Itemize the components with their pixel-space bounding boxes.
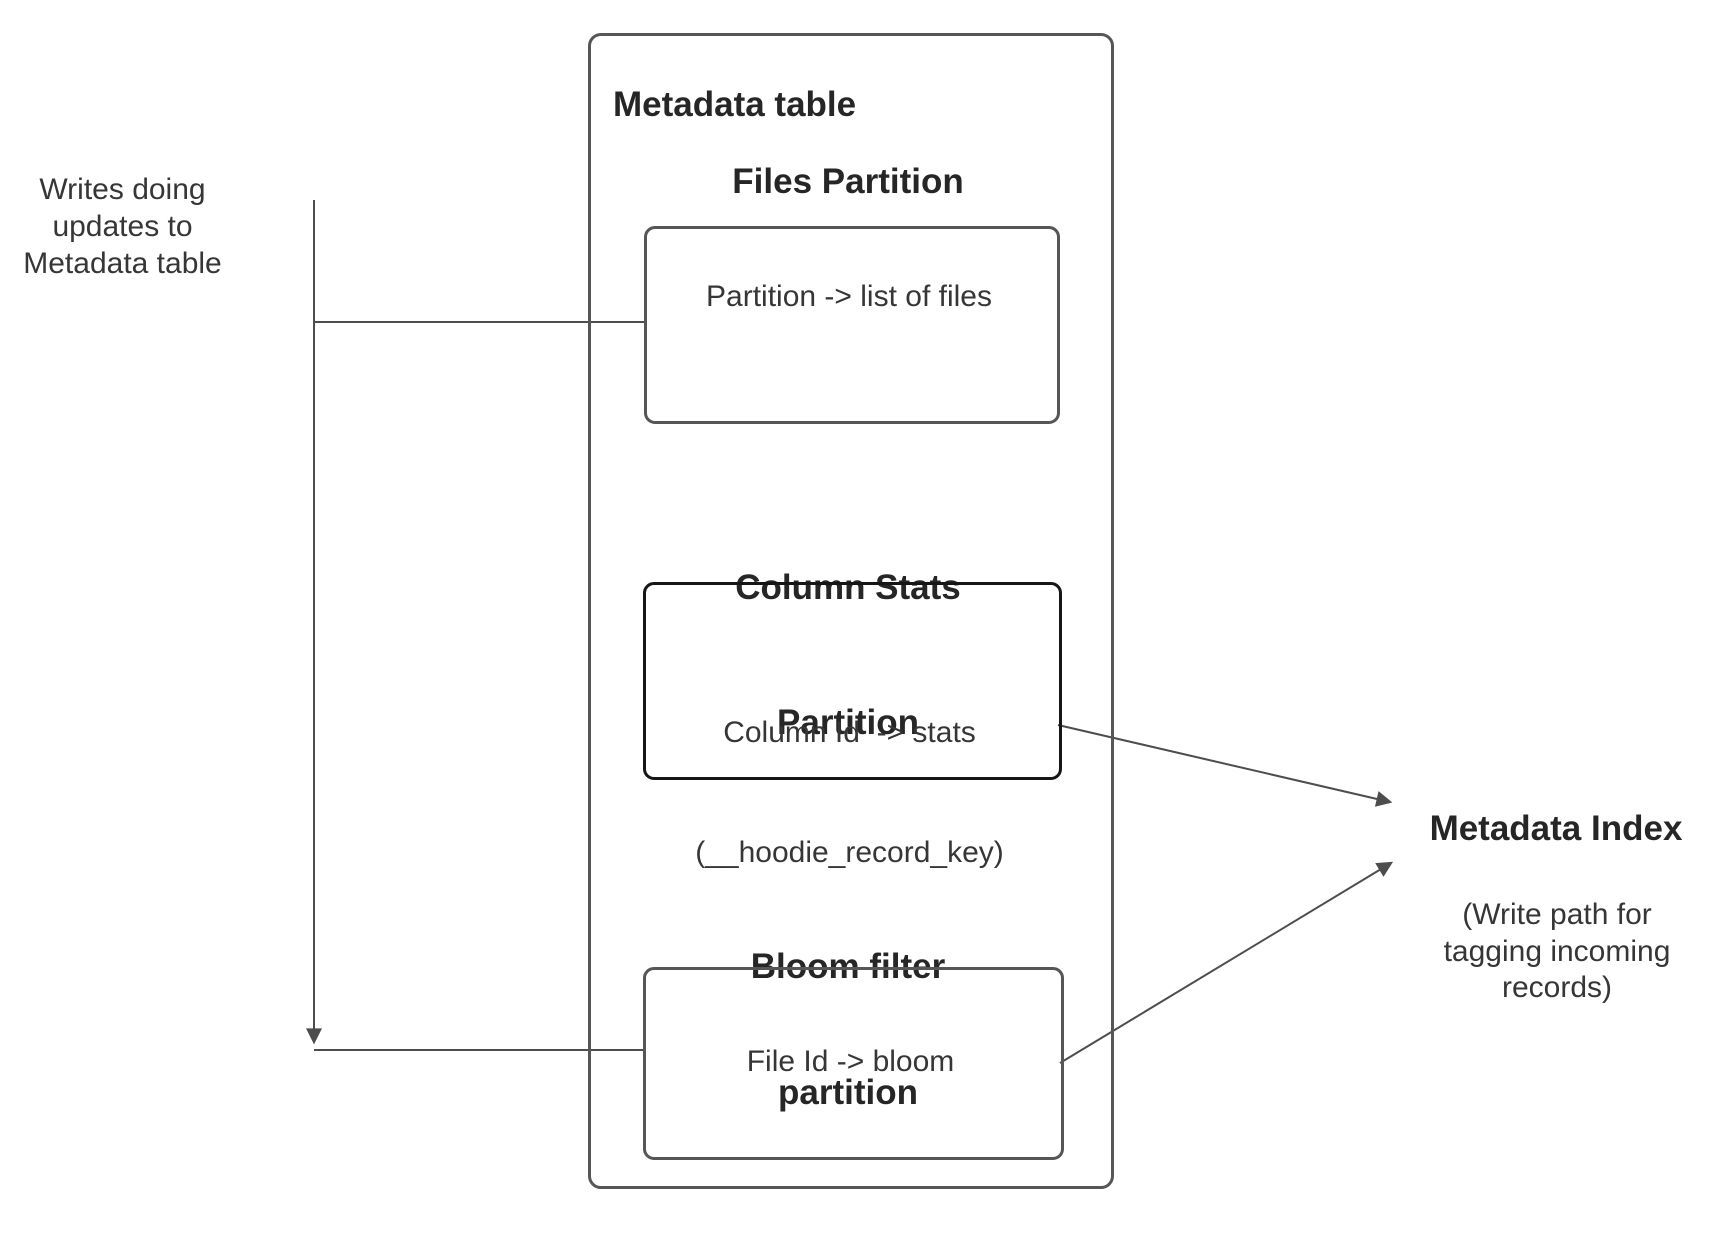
metadata-index-title: Metadata Index — [1429, 809, 1683, 848]
files-partition-box — [644, 226, 1060, 424]
writes-note-line: Metadata table — [23, 247, 222, 280]
writes-note: Writes doing updates to Metadata table — [10, 171, 235, 282]
column-stats-partition-heading: Column Stats Partition — [588, 475, 1108, 835]
column-stats-heading-line: Partition — [777, 703, 919, 742]
bloom-filter-mapping: File Id -> bloom — [746, 1045, 955, 1078]
writes-note-line: Writes doing — [39, 173, 206, 206]
column-stats-partition-box — [643, 582, 1062, 780]
bloom-filter-heading-line: partition — [778, 1073, 918, 1112]
column-stats-mapping: Column Id -> stats (__hoodie_record_key) — [643, 633, 1056, 953]
bloom-to-index-arrow — [1059, 861, 1394, 1064]
bloom-filter-partition-box — [643, 967, 1064, 1160]
bloom-filter-heading-line: Bloom filter — [750, 947, 946, 986]
files-partition-mapping: Partition -> list of files — [706, 280, 992, 313]
column-stats-mapping-line: Column Id -> stats — [723, 716, 976, 749]
metadata-index-subtitle-line: records) — [1501, 971, 1613, 1004]
bloom-filter-partition-heading: Bloom filter partition — [588, 862, 1108, 1198]
metadata-index-subtitle-line: tagging incoming — [1443, 934, 1671, 968]
column-stats-mapping-key: (__hoodie_record_key) — [695, 836, 1004, 869]
metadata-index-subtitle: (Write path for tagging incoming records… — [1390, 897, 1718, 1007]
metadata-table-box — [588, 33, 1114, 1189]
metadata-table-title: Metadata table — [613, 85, 857, 124]
files-partition-heading: Files Partition — [732, 162, 964, 201]
metadata-index-subtitle-line: (Write path for — [1462, 898, 1652, 931]
column-stats-heading-line: Column Stats — [735, 568, 961, 607]
writes-note-line: updates to — [52, 210, 193, 243]
